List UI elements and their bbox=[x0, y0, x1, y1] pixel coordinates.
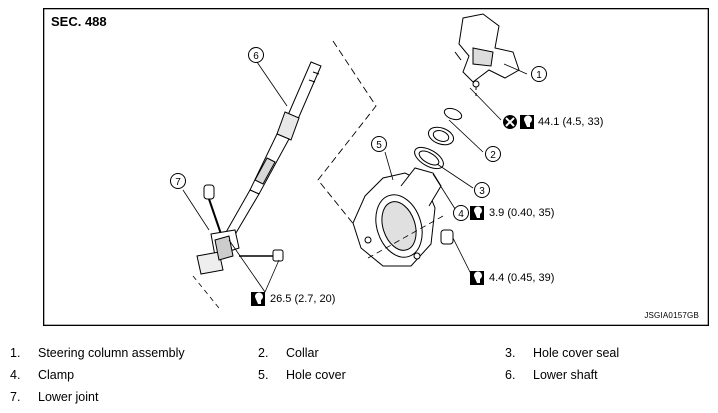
legend-label: Lower joint bbox=[38, 390, 99, 404]
callout-6 bbox=[248, 47, 264, 63]
diagram-frame: 1 2 3 4 5 6 7 S bbox=[43, 8, 709, 326]
hole-cover-part bbox=[352, 167, 444, 267]
callout-2-label: 2 bbox=[490, 150, 496, 161]
legend-number: 4. bbox=[10, 368, 21, 382]
callout-4-label: 4 bbox=[458, 209, 464, 220]
callout-4 bbox=[453, 205, 469, 221]
exploded-view-drawing: 1 2 3 4 5 6 7 bbox=[43, 8, 709, 326]
legend-number: 2. bbox=[258, 346, 269, 360]
torque-wrench-icon bbox=[251, 292, 265, 306]
legend-label: Hole cover seal bbox=[533, 346, 620, 360]
torque-spec-4: 26.5 (2.7, 20) bbox=[270, 293, 336, 305]
callout-5 bbox=[371, 136, 387, 152]
callout-1 bbox=[531, 66, 547, 82]
hole-cover-seal-part bbox=[414, 146, 444, 170]
legend-item: 7. Lower joint bbox=[10, 390, 98, 404]
nut-part bbox=[440, 229, 454, 245]
torque-spec-2: 3.9 (0.40, 35) bbox=[489, 207, 555, 219]
do-not-reuse-icon bbox=[503, 115, 517, 129]
lower-joint-part bbox=[192, 184, 284, 309]
legend-number: 5. bbox=[258, 368, 269, 382]
callout-7-label: 7 bbox=[175, 177, 181, 188]
callout-6-label: 6 bbox=[253, 51, 259, 62]
legend-item: 6. Lower shaft bbox=[505, 368, 598, 382]
legend-item: 1. Steering column assembly bbox=[10, 346, 185, 360]
legend-number: 7. bbox=[10, 390, 21, 404]
legend-item: 2. Collar bbox=[258, 346, 319, 360]
drawing-code: JSGIA0157GB bbox=[644, 311, 699, 320]
legend-label: Hole cover bbox=[286, 368, 346, 382]
callout-1-label: 1 bbox=[536, 70, 542, 81]
legend-number: 6. bbox=[505, 368, 516, 382]
leader-lines bbox=[182, 61, 528, 293]
torque-spec-1: 44.1 (4.5, 33) bbox=[538, 116, 604, 128]
section-label: SEC. 488 bbox=[51, 14, 107, 29]
torque-spec-3: 4.4 (0.45, 39) bbox=[489, 272, 555, 284]
legend-number: 1. bbox=[10, 346, 21, 360]
legend-label: Lower shaft bbox=[533, 368, 598, 382]
callout-5-label: 5 bbox=[376, 140, 382, 151]
torque-wrench-icon bbox=[470, 206, 484, 220]
torque-wrench-icon bbox=[520, 115, 534, 129]
callout-3 bbox=[474, 182, 490, 198]
torque-wrench-icon bbox=[470, 271, 484, 285]
callout-7 bbox=[170, 173, 186, 189]
callout-3-label: 3 bbox=[479, 186, 485, 197]
legend-label: Collar bbox=[286, 346, 319, 360]
callout-2 bbox=[485, 146, 501, 162]
legend-number: 3. bbox=[505, 346, 516, 360]
legend-label: Clamp bbox=[38, 368, 75, 382]
legend-item: 4. Clamp bbox=[10, 368, 74, 382]
legend-item: 3. Hole cover seal bbox=[505, 346, 619, 360]
steering-column-part bbox=[454, 13, 520, 96]
lower-shaft-part bbox=[224, 61, 322, 239]
collar-part bbox=[427, 107, 463, 146]
legend-item: 5. Hole cover bbox=[258, 368, 346, 382]
legend-label: Steering column assembly bbox=[38, 346, 185, 360]
